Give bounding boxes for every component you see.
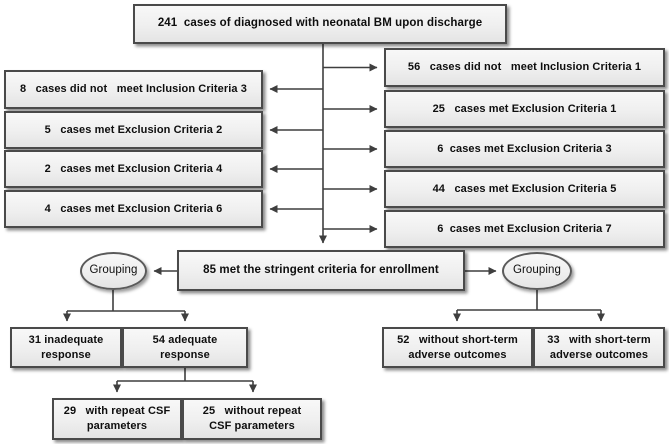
connector-right-grouping-split [457, 290, 601, 311]
box-enrollment: 85 met the stringent criteria for enroll… [177, 250, 465, 291]
box-inadequate-response: 31 inadequate response [10, 327, 122, 368]
box-exclusion-5: 44 cases met Exclusion Criteria 5 [384, 170, 665, 208]
ellipse-grouping-right: Grouping [502, 252, 572, 290]
box-exclusion-7: 6 cases met Exclusion Criteria 7 [384, 210, 665, 248]
box-total-cases: 241 cases of diagnosed with neonatal BM … [133, 4, 507, 44]
box-adequate-response: 54 adequate response [122, 327, 248, 368]
box-exclusion-6: 4 cases met Exclusion Criteria 6 [4, 190, 263, 228]
box-without-repeat-csf: 25 without repeat CSF parameters [182, 398, 322, 440]
ellipse-grouping-left: Grouping [80, 252, 147, 290]
box-exclusion-2: 5 cases met Exclusion Criteria 2 [4, 111, 263, 149]
box-exclusion-4: 2 cases met Exclusion Criteria 4 [4, 150, 263, 188]
connector-csf-split [117, 368, 253, 382]
box-exclusion-1: 25 cases met Exclusion Criteria 1 [384, 90, 665, 128]
box-with-adverse-outcomes: 33 with short-term adverse outcomes [533, 327, 665, 368]
box-not-inclusion-1: 56 cases did not meet Inclusion Criteria… [384, 48, 665, 87]
box-without-adverse-outcomes: 52 without short-term adverse outcomes [382, 327, 533, 368]
connector-left-grouping-split [67, 290, 185, 312]
box-exclusion-3: 6 cases met Exclusion Criteria 3 [384, 130, 665, 168]
box-with-repeat-csf: 29 with repeat CSF parameters [52, 398, 182, 440]
box-not-inclusion-3: 8 cases did not meet Inclusion Criteria … [4, 70, 263, 109]
